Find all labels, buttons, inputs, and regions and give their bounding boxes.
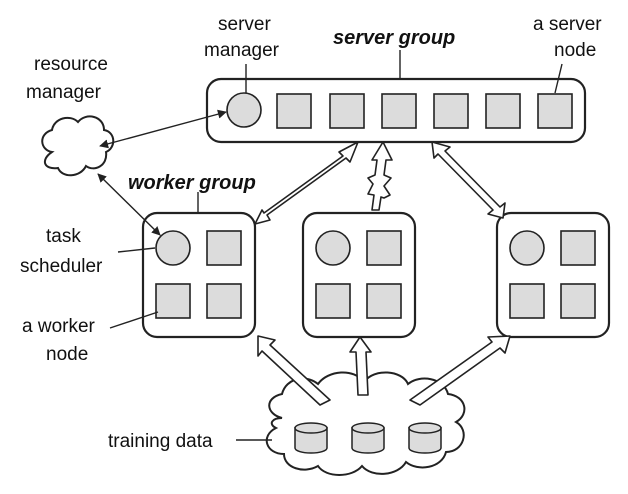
- server-manager-label-2: manager: [204, 40, 280, 61]
- data-to-worker1-arrow: [257, 335, 331, 406]
- worker-group-2: [301, 211, 417, 339]
- worker-node-3c: [560, 283, 596, 319]
- worker-group-3: [495, 211, 611, 339]
- worker-node-label-1: a worker: [22, 316, 96, 337]
- worker-group-label: worker group: [128, 172, 256, 194]
- database-icon: [294, 422, 328, 454]
- leader-task-scheduler: [117, 247, 156, 253]
- task-scheduler-label-2: scheduler: [20, 256, 103, 277]
- data-to-worker2-arrow: [349, 336, 372, 396]
- training-data-label: training data: [108, 431, 213, 452]
- server-manager-node: [226, 92, 262, 128]
- task-scheduler-label-1: task: [46, 226, 81, 247]
- database-icon: [351, 422, 385, 454]
- worker-node-label-2: node: [46, 344, 88, 365]
- resource-to-task-scheduler-arrow: [97, 173, 161, 236]
- task-scheduler-node-2: [315, 230, 351, 266]
- server-node-2: [329, 93, 365, 129]
- worker-node-1a: [206, 230, 242, 266]
- leader-worker-node: [109, 311, 159, 329]
- server-group: [205, 77, 587, 144]
- worker-node-2c: [366, 283, 402, 319]
- server-node-4: [433, 93, 469, 129]
- resource-manager-label-2: manager: [26, 82, 102, 103]
- worker-node-2a: [366, 230, 402, 266]
- leader-server-node: [554, 63, 563, 94]
- database-icon: [408, 422, 442, 454]
- worker-group-1: [141, 211, 257, 339]
- worker-node-3b: [509, 283, 545, 319]
- worker-node-3a: [560, 230, 596, 266]
- worker-node-1b: [155, 283, 191, 319]
- worker-node-1c: [206, 283, 242, 319]
- server-node-6: [537, 93, 573, 129]
- resource-to-server-manager-arrow: [99, 109, 227, 149]
- task-scheduler-node-3: [509, 230, 545, 266]
- server-node-3: [381, 93, 417, 129]
- task-scheduler-node-1: [155, 230, 191, 266]
- server-node-1: [276, 93, 312, 129]
- worker2-server-arrow: [367, 141, 393, 211]
- server-group-label: server group: [333, 27, 455, 49]
- worker3-server-arrow: [431, 141, 506, 219]
- server-node-label-2: node: [554, 40, 596, 61]
- worker1-server-arrow: [254, 141, 359, 225]
- training-data-storage: [294, 422, 442, 454]
- server-node-5: [485, 93, 521, 129]
- worker-node-2b: [315, 283, 351, 319]
- server-manager-label-1: server: [218, 14, 271, 35]
- data-to-worker3-arrow: [409, 335, 511, 406]
- resource-manager-label-1: resource: [34, 54, 108, 75]
- server-node-label-1: a server: [533, 14, 602, 35]
